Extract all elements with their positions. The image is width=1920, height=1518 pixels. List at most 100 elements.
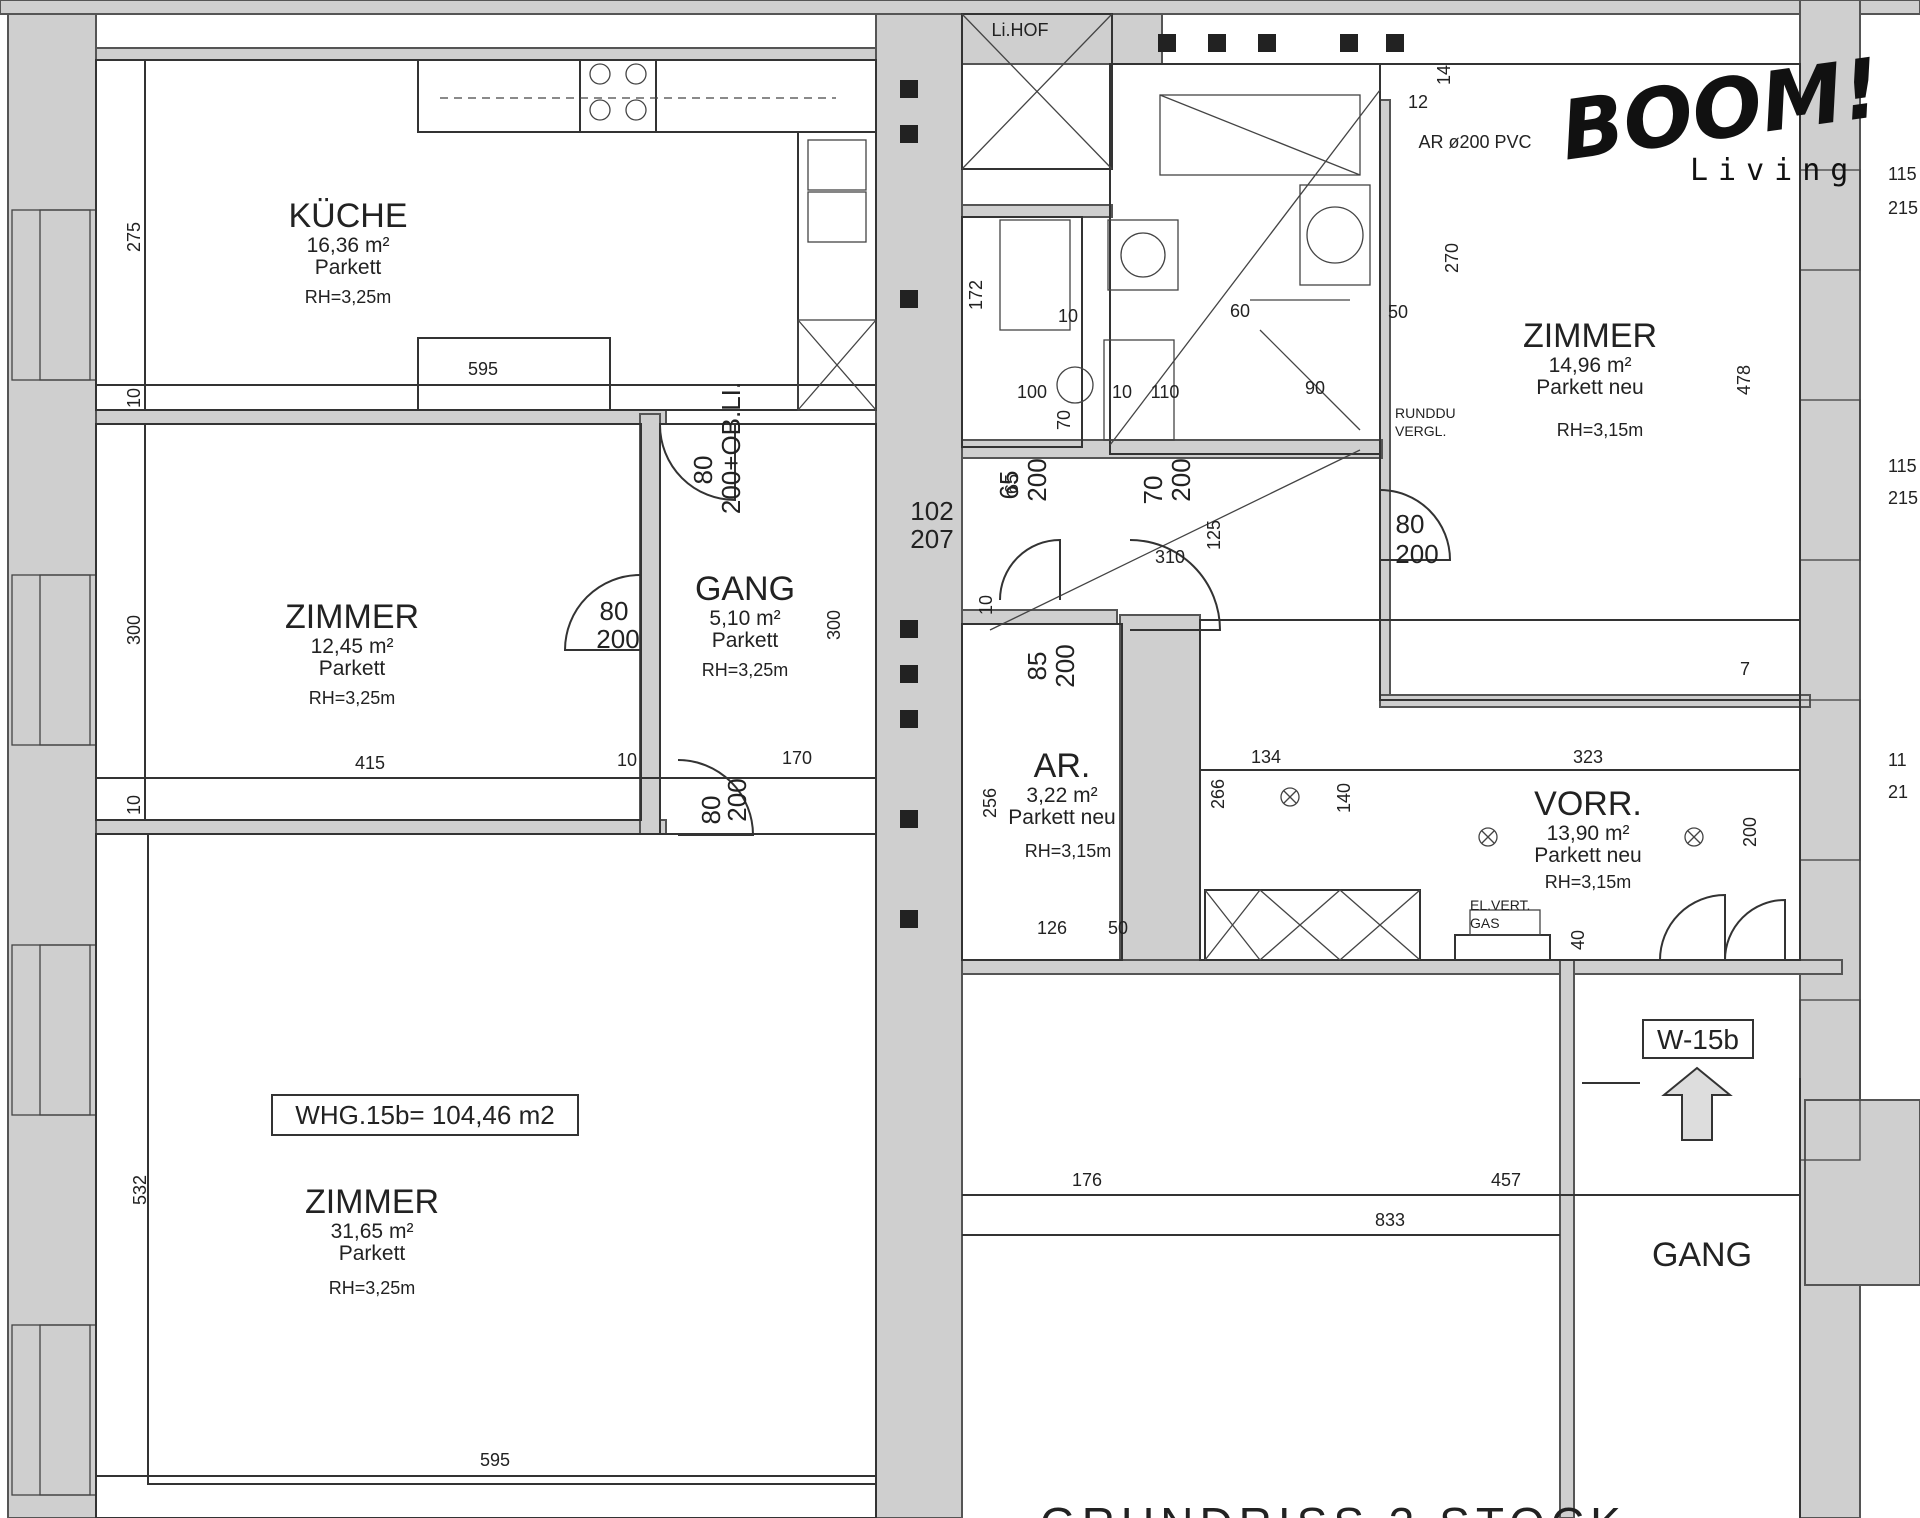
entrance-arrow: [1582, 1066, 1733, 1141]
door3-height: 200: [722, 778, 752, 821]
door5-height: 200: [1022, 458, 1052, 501]
kueche-name: KÜCHE: [288, 197, 407, 235]
bathroom-fixtures: [989, 89, 1381, 631]
zimmer-mid-height: RH=3,25m: [309, 688, 396, 708]
kitchen-fixtures: [417, 59, 877, 411]
dim-bath10b: 10: [1112, 382, 1132, 402]
dim-v140: 140: [1334, 783, 1354, 813]
dim-b532: 532: [130, 1175, 150, 1205]
logo-living: Living: [1690, 153, 1858, 188]
dim-bath12: 12: [1408, 92, 1428, 112]
dim-r478: 478: [1734, 365, 1754, 395]
door8-height: 200: [1050, 644, 1080, 687]
dim-bath125: 125: [1204, 520, 1224, 550]
dim-a126: 126: [1037, 918, 1067, 938]
zimmer-big-area: 31,65 m²: [331, 1220, 414, 1243]
kueche-area: 16,36 m²: [307, 234, 390, 257]
dim-c176: 176: [1072, 1170, 1102, 1190]
door3-width: 80: [696, 796, 726, 825]
dim-e215b: 215: [1888, 488, 1918, 508]
vorr-area: 13,90 m²: [1547, 822, 1630, 845]
dim-bath70: 70: [1054, 410, 1074, 430]
door2-width: 80: [600, 596, 629, 626]
bottom-title: GRUNDRISS 3.STOCK: [1040, 1498, 1627, 1518]
zimmer-big-name: ZIMMER: [305, 1183, 439, 1221]
dim-bath50: 50: [1388, 302, 1408, 322]
left-windows: [11, 209, 97, 1496]
zimmer-mid-area: 12,45 m²: [311, 635, 394, 658]
zimmer-mid-name: ZIMMER: [285, 598, 419, 636]
zimmer-right-height: RH=3,15m: [1557, 420, 1644, 440]
dim-bath310: 310: [1155, 547, 1185, 567]
dim-r270: 270: [1442, 243, 1462, 273]
dim-bath100: 100: [1017, 382, 1047, 402]
unit-label: W-15b: [1657, 1024, 1739, 1055]
zimmer-big-floor: Parkett: [339, 1242, 406, 1265]
dim-z170: 170: [782, 748, 812, 768]
ar-name: AR.: [1034, 747, 1091, 785]
dim-g300: 300: [824, 610, 844, 640]
gas-label: GAS: [1470, 915, 1500, 931]
dim-z10c: 10: [124, 795, 144, 815]
dim-e11: 11: [1888, 750, 1907, 770]
dim-k595: 595: [468, 359, 498, 379]
vergl-label: VERGL.: [1395, 423, 1446, 439]
door4-height: 207: [910, 524, 953, 554]
door4-width: 102: [910, 496, 953, 526]
ar-area: 3,22 m²: [1026, 784, 1097, 807]
ar-height: RH=3,15m: [1025, 841, 1112, 861]
door6-width: 70: [1138, 476, 1168, 505]
dim-bath90: 90: [1305, 378, 1325, 398]
dim-v40: 40: [1568, 930, 1588, 950]
door2-height: 200: [596, 624, 639, 654]
dim-v323: 323: [1573, 747, 1603, 767]
room-labels: KÜCHE 16,36 m² Parkett RH=3,25m ZIMMER 1…: [285, 197, 1752, 1298]
dim-z300: 300: [124, 615, 144, 645]
zimmer-mid-floor: Parkett: [319, 657, 386, 680]
dim-a256: 256: [980, 788, 1000, 818]
dim-bath110: 110: [1151, 382, 1180, 402]
gang-outer-name: GANG: [1652, 1236, 1752, 1274]
dim-bath10a: 10: [1058, 306, 1078, 326]
dim-bath65: 65: [1002, 474, 1022, 494]
dimension-labels: 595 415 10 170 595 134 323 126 50 176 45…: [124, 65, 1918, 1470]
dim-k275: 275: [124, 222, 144, 252]
dim-a50: 50: [1108, 918, 1128, 938]
vorr-height: RH=3,15m: [1545, 872, 1632, 892]
dim-bath60: 60: [1230, 301, 1250, 321]
dim-e115: 115: [1888, 164, 1917, 184]
total-area-label: WHG.15b= 104,46 m2: [295, 1100, 554, 1130]
door6-height: 200: [1166, 458, 1196, 501]
door7-width: 80: [1396, 509, 1425, 539]
lamp-markers: [1280, 787, 1704, 847]
dim-bath172: 172: [966, 280, 986, 310]
lihof-label: Li.HOF: [991, 20, 1048, 40]
ar-floor: Parkett neu: [1008, 806, 1115, 829]
zimmer-right-floor: Parkett neu: [1536, 376, 1643, 399]
door-swings: [563, 424, 1786, 961]
gang-area: 5,10 m²: [709, 607, 780, 630]
door5-width: 65: [994, 471, 1024, 500]
vent-markers: [900, 34, 1404, 928]
dim-bath14: 14: [1434, 65, 1454, 85]
dim-e215: 215: [1888, 198, 1918, 218]
ar-pvc-label: AR ø200 PVC: [1418, 132, 1531, 152]
zimmer-big-height: RH=3,25m: [329, 1278, 416, 1298]
zimmer-right-name: ZIMMER: [1523, 317, 1657, 355]
door-labels: 80 200+OB.LI. 80 200 80 200 102 207 65 2…: [596, 382, 1438, 825]
dim-v134: 134: [1251, 747, 1281, 767]
dim-b595: 595: [480, 1450, 510, 1470]
zimmer-right-area: 14,96 m²: [1549, 354, 1632, 377]
dim-k10a: 10: [124, 388, 144, 408]
dim-e115b: 115: [1888, 456, 1917, 476]
dim-bath10c: 10: [976, 595, 996, 615]
dim-c833: 833: [1375, 1210, 1405, 1230]
gang-floor: Parkett: [712, 629, 779, 652]
dim-z10b: 10: [617, 750, 637, 770]
gang-height: RH=3,25m: [702, 660, 789, 680]
door8-width: 85: [1022, 652, 1052, 681]
door7-height: 200: [1395, 539, 1438, 569]
dim-v266: 266: [1208, 779, 1228, 809]
door1-height: 200+OB.LI.: [716, 382, 746, 514]
